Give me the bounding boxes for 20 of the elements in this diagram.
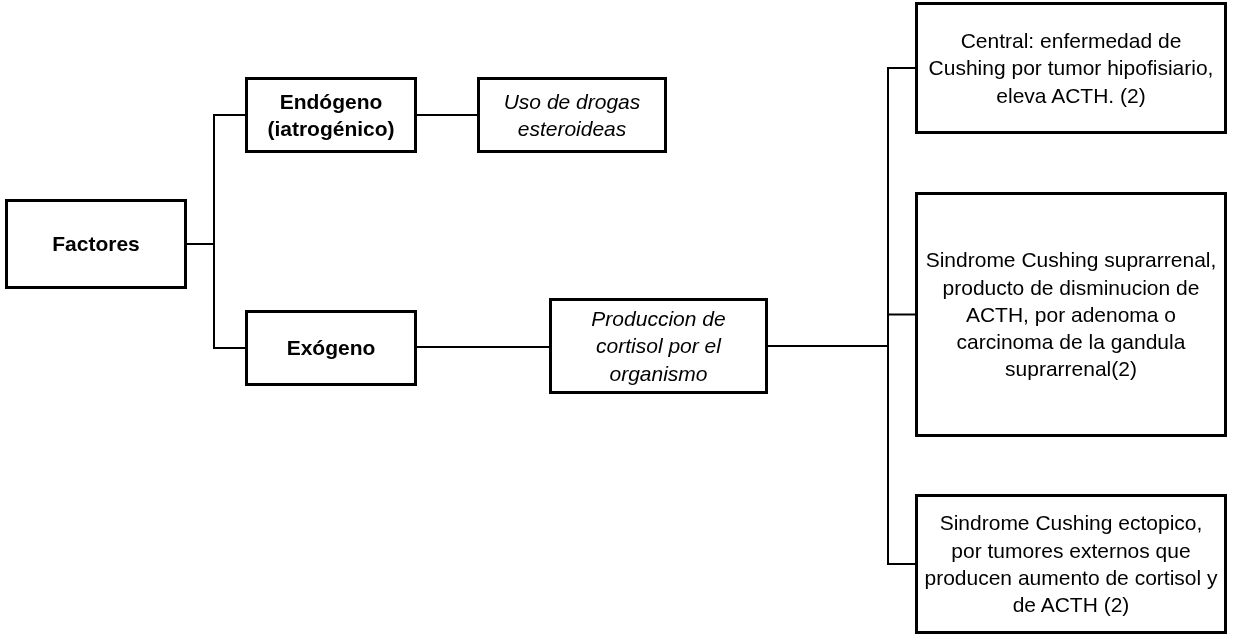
type-box [915,494,1227,634]
connector-line [186,243,246,349]
node-text: Central: enfermedad de Cushing por tumor hipofisiario, eleva ACTH. (2) [927,28,1215,109]
node-text: Endógeno (iatrogénico) [266,88,396,142]
category-box [245,310,417,386]
type-box [915,192,1227,437]
cause-box [477,77,667,153]
type-box [915,2,1227,134]
connector-line [416,114,478,116]
connector-line [767,345,916,565]
node-text: Exógeno [286,335,376,362]
root-box [5,199,187,289]
node-text: Uso de drogas esteroideas [502,88,642,142]
node-text: Factores [52,231,140,258]
node-text: Sindrome Cushing ectopico, por tumores externos que producen aumento de cortisol y de ACTH (2) [924,510,1218,619]
connector-line [416,346,550,348]
node-text: Produccion de cortisol por el organismo [590,306,727,387]
cause-box [549,298,768,394]
category-box [245,77,417,153]
node-text: Sindrome Cushing suprarrenal, producto de disminucion de ACTH, por adenoma o carcinoma de la gandula suprarrenal(2) [924,247,1218,383]
